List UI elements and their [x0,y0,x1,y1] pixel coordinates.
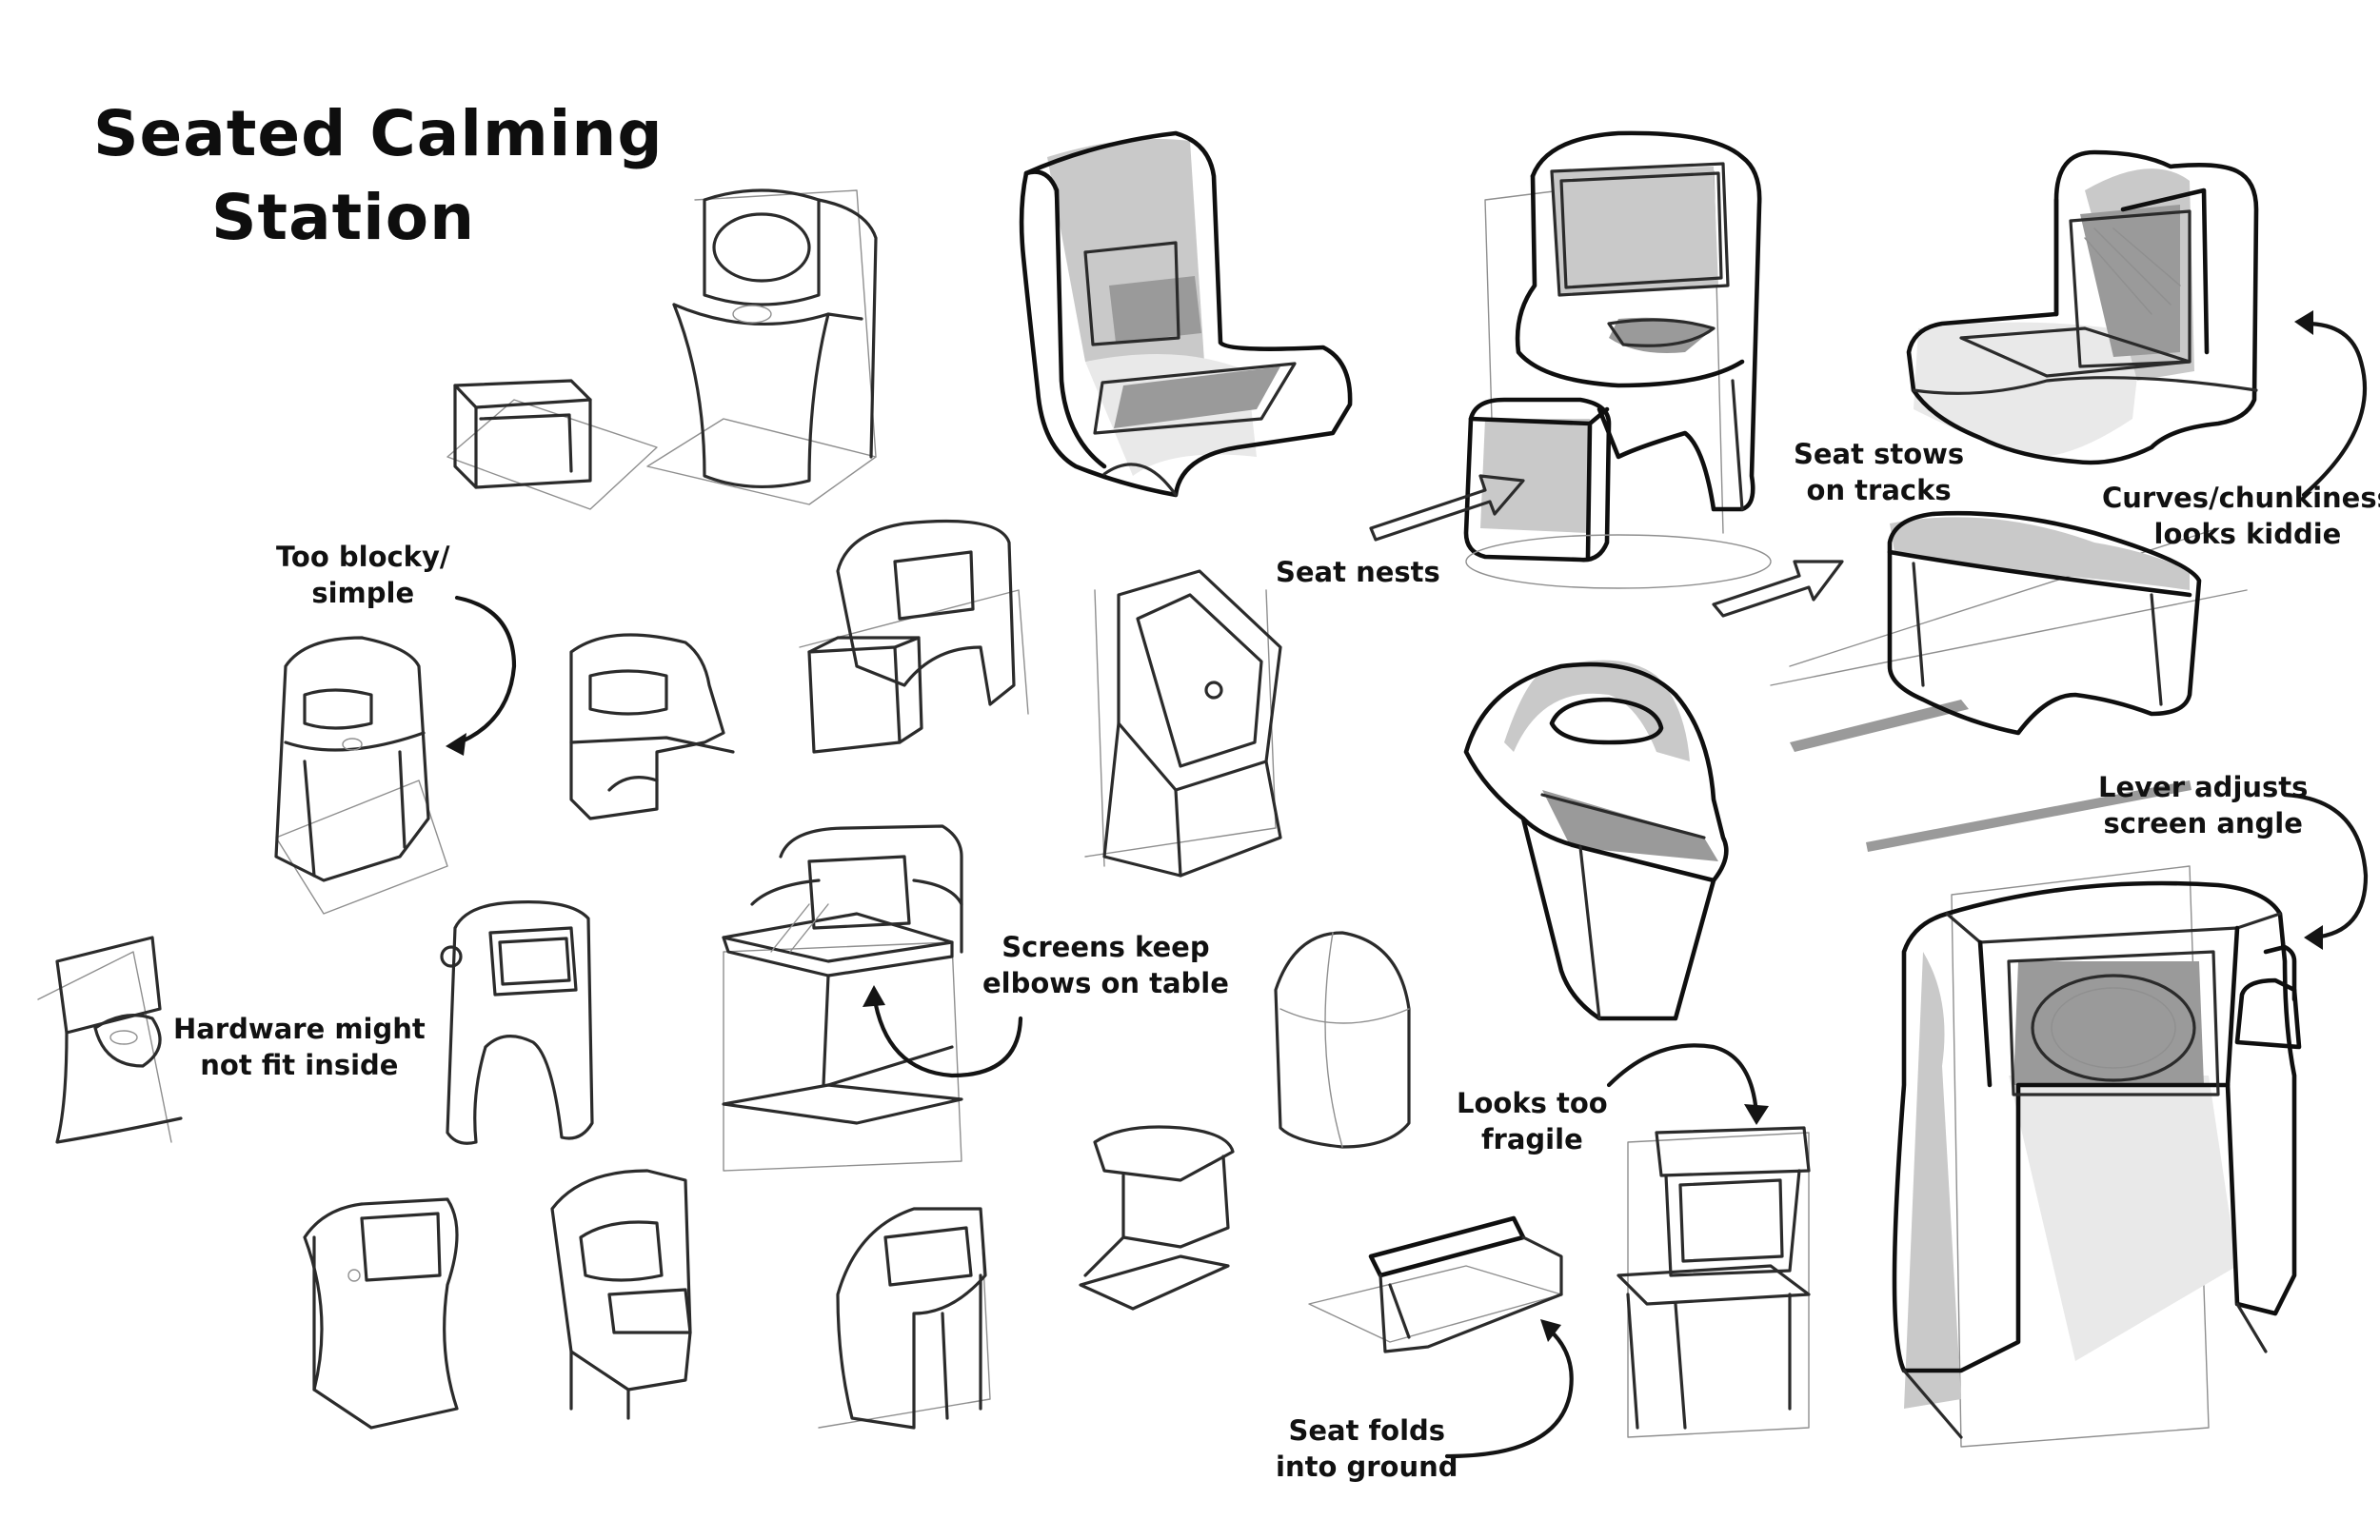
sketch-kiosk-with-block [799,519,1029,754]
lever-arrow-icon [2282,792,2369,940]
sketch-rounded-tower [1274,931,1411,1149]
sketch-chunky-curved-chair [1906,149,2259,465]
annotation-lever-line-2: screen angle [2103,807,2303,840]
annotation-seat-folds-line-2: into ground [1276,1451,1458,1484]
sketch-hourglass-kiosk [303,1197,459,1430]
screens-keep-arrow-icon [871,992,1023,1078]
sheet-title-line-1: Seated Calming [93,97,664,170]
sketch-handle-seat [1463,660,1729,1021]
annotation-seat-nests: Seat nests [1276,554,1440,590]
annotation-seat-stows: Seat stows on tracks [1794,436,1964,509]
annotation-hardware-line-1: Hardware might [173,1013,426,1045]
annotation-fragile: Looks too fragile [1457,1085,1608,1158]
sketch-fold-seat [1308,1215,1563,1353]
fragile-arrow-icon [1606,1043,1759,1116]
sheet-title-line-2: Station [211,181,476,254]
seat-folds-arrow-icon [1444,1325,1574,1459]
sketch-desk-kiosk [722,824,963,1172]
annotation-seat-folds-line-1: Seat folds [1288,1414,1446,1447]
annotation-curves-line-1: Curves/chunkiness [2102,482,2380,514]
annotation-lever-line-1: Lever adjusts [2098,771,2309,803]
annotation-curves-line-2: looks kiddie [2153,518,2342,551]
annotation-fragile-line-1: Looks too [1457,1087,1608,1119]
annotation-seat-nests-line-1: Seat nests [1276,556,1440,588]
annotation-screens-keep: Screens keep elbows on table [982,929,1229,1002]
annotation-lever: Lever adjusts screen angle [2098,769,2308,842]
sketch-cantilever-seat [1079,1125,1235,1311]
annotation-hardware: Hardware might not fit inside [173,1011,426,1084]
annotation-fragile-line-2: fragile [1480,1123,1583,1156]
annotation-seat-stows-line-2: on tracks [1806,474,1952,507]
sketch-small-stool [446,379,658,510]
sketch-nesting-seat-kiosk [1463,130,1772,589]
too-blocky-arrow-icon [452,595,517,747]
sketch-bench-kiosk [569,633,735,820]
sketch-track-seat [1770,510,2248,852]
annotation-too-blocky-line-2: simple [311,577,415,610]
annotation-too-blocky-line-1: Too blocky/ [276,541,450,573]
annotation-curves: Curves/chunkiness looks kiddie [2102,480,2380,553]
annotation-seat-folds: Seat folds into ground [1276,1412,1458,1486]
annotation-seat-stows-line-1: Seat stows [1794,438,1965,470]
sketch-lever-arch-kiosk [1892,865,2302,1448]
sketch-curved-chair [1019,130,1353,498]
annotation-arrows [446,310,2369,1459]
sketch-bottom-chair-kiosk [550,1169,692,1420]
track-seat-arrow-icon [1712,560,1844,618]
annotation-hardware-line-2: not fit inside [200,1049,399,1082]
sketch-blocky-kiosk [274,636,448,915]
sketch-angled-kiosk [818,1207,991,1430]
seat-nest-arrow-icon [1369,474,1525,542]
annotation-screens-keep-line-1: Screens keep [1002,931,1210,963]
annotation-too-blocky: Too blocky/ simple [276,539,449,612]
sketch-fragile-kiosk [1616,1126,1811,1438]
sketch-slanted-kiosk [1084,569,1282,878]
sketch-pedestal-kiosk [646,188,878,505]
sketch-wall-screen [37,936,183,1144]
sketch-arch-knob-kiosk [440,900,594,1145]
curves-arrow-icon [2301,321,2368,498]
annotation-screens-keep-line-2: elbows on table [982,967,1229,1000]
